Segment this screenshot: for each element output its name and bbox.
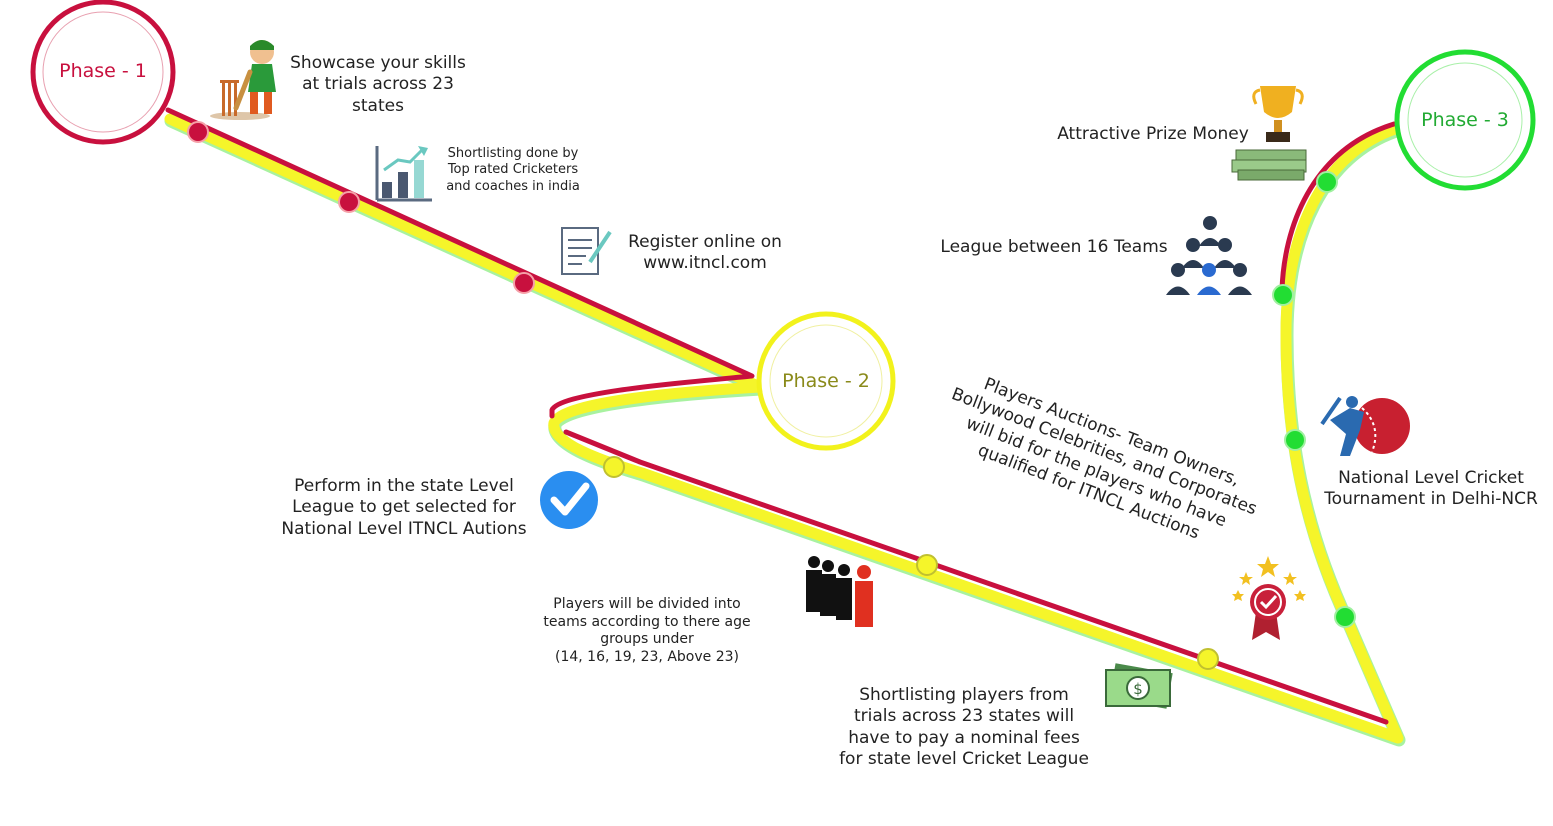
- step-league-text: League between 16 Teams: [940, 237, 1168, 257]
- text-line: (14, 16, 19, 23, Above 23): [555, 648, 739, 665]
- text-line: at trials across 23: [302, 74, 454, 95]
- step-national-text: National Level Cricket Tournament in Del…: [1314, 468, 1548, 511]
- svg-text:$: $: [1133, 680, 1143, 698]
- cricketer-icon: [210, 40, 276, 120]
- milestone-dot: [187, 121, 209, 143]
- text-line: League to get selected for: [292, 497, 516, 518]
- bar-chart-icon: [375, 146, 432, 202]
- text-line: Players will be divided into: [553, 596, 741, 612]
- trophy-money-icon: [1231, 86, 1307, 181]
- text-line: have to pay a nominal fees: [848, 727, 1080, 748]
- verified-check-icon: [540, 471, 598, 529]
- step-register-text: Register online on www.itncl.com: [614, 232, 796, 275]
- text-line: Perform in the state Level: [294, 476, 514, 496]
- milestone-dot: [1197, 648, 1219, 670]
- text-line: trials across 23 states will: [853, 706, 1075, 727]
- text-line: Shortlisting players from: [859, 685, 1069, 705]
- path-yellow-layer: [164, 113, 1404, 744]
- text-line: National Level Cricket: [1338, 468, 1524, 488]
- phase-2-label: Phase - 2: [782, 370, 870, 392]
- text-line: Shortlisting done by: [447, 146, 579, 161]
- step-trials-text: Showcase your skills at trials across 23…: [280, 53, 476, 117]
- money-bill-icon: $: [1105, 663, 1173, 709]
- text-line: states: [352, 95, 404, 116]
- team-network-icon: [1166, 216, 1252, 295]
- phase-3-circle: [1394, 49, 1536, 191]
- text-line: Showcase your skills: [290, 53, 466, 73]
- phase-3-label: Phase - 3: [1421, 109, 1509, 131]
- text-line: for state level Cricket League: [839, 748, 1089, 769]
- register-form-icon: [561, 227, 612, 275]
- milestone-dot: [338, 191, 360, 213]
- step-divided-text: Players will be divided into teams accor…: [518, 596, 776, 666]
- text-line: groups under: [600, 631, 694, 647]
- step-shortlisting-text: Shortlisting done by Top rated Cricketer…: [436, 146, 590, 195]
- text-line: Tournament in Delhi-NCR: [1324, 489, 1538, 510]
- milestone-dot: [513, 272, 535, 294]
- path-red-layer: [165, 107, 1397, 725]
- text-line: www.itncl.com: [643, 253, 767, 274]
- award-badge-icon: [1232, 556, 1306, 640]
- step-perform-text: Perform in the state Level League to get…: [264, 476, 544, 540]
- phase-1-circle: [30, 0, 176, 145]
- step-prize-text: Attractive Prize Money: [1057, 124, 1249, 144]
- text-line: Register online on: [628, 232, 782, 252]
- milestone-dot: [1284, 429, 1306, 451]
- milestone-dot: [603, 456, 625, 478]
- milestone-dot: [1334, 606, 1356, 628]
- business-group-icon: [806, 556, 873, 627]
- batsman-ball-icon: [1320, 396, 1410, 456]
- text-line: Top rated Cricketers: [447, 162, 579, 178]
- step-fees-text: Shortlisting players from trials across …: [822, 685, 1106, 770]
- text-line: and coaches in india: [446, 178, 580, 194]
- milestone-dot: [1272, 284, 1294, 306]
- text-line: National Level ITNCL Autions: [281, 518, 527, 539]
- milestone-dot: [916, 554, 938, 576]
- text-line: teams according to there age: [543, 613, 751, 630]
- phase-1-label: Phase - 1: [59, 60, 147, 82]
- milestone-dot: [1316, 171, 1338, 193]
- phase-2-circle: [756, 311, 896, 451]
